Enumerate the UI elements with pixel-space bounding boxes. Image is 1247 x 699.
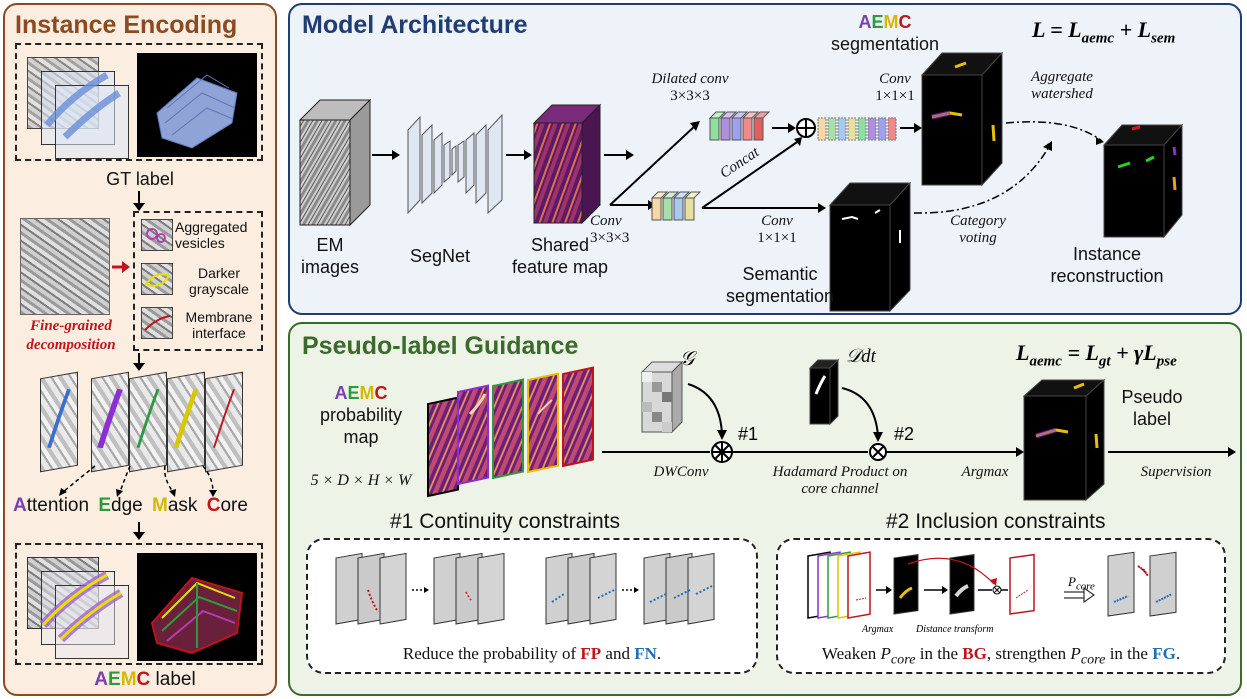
arch-loss-formula: L = Laemc + Lsem bbox=[1032, 17, 1176, 47]
continuity-title: #1 Continuity constraints bbox=[390, 510, 620, 533]
shared-feature-label: Shared feature map bbox=[511, 235, 609, 277]
aggregate-watershed-label: Aggregate watershed bbox=[1031, 69, 1093, 102]
gt-label-box bbox=[15, 43, 263, 161]
pseudo-label-panel: Pseudo-label Guidance Laemc = Lgt + γLps… bbox=[288, 322, 1242, 696]
aemc-word-line: Attention Edge Mask Core bbox=[13, 495, 248, 516]
decomposition-box: Aggregated vesicles Darker grayscale Mem… bbox=[133, 211, 263, 351]
instance-encoding-panel: Instance Encoding GT label bbox=[3, 3, 277, 696]
aemc-prob-label: AEMC probability map bbox=[319, 383, 403, 447]
instance-encoding-title: Instance Encoding bbox=[15, 11, 238, 39]
continuity-box: Reduce the probability of FP and FN. bbox=[306, 538, 758, 674]
gt-label-text: GT label bbox=[106, 169, 174, 189]
pseudo-label-text: Pseudo label bbox=[1121, 387, 1183, 429]
supervision-label: Supervision bbox=[1140, 464, 1212, 480]
pseudo-graphics bbox=[427, 358, 1236, 502]
inclusion-graphics bbox=[807, 551, 1177, 619]
fine-grained-label: Fine-grained decomposition bbox=[26, 318, 116, 353]
aemc-label-box bbox=[15, 543, 263, 665]
ddt-map bbox=[808, 358, 840, 426]
em-images-label: EM images bbox=[300, 235, 360, 277]
arch-graphics bbox=[298, 51, 1184, 313]
instance-rec-label: Instance reconstruction bbox=[1050, 244, 1164, 286]
gt-3d-render bbox=[137, 53, 257, 157]
g-symbol: 𝒢 bbox=[680, 348, 695, 370]
inclusion-title: #2 Inclusion constraints bbox=[886, 510, 1106, 533]
em-zoom-image bbox=[20, 218, 110, 315]
dwconv-label: DWConv bbox=[653, 464, 709, 480]
dashed-arrows bbox=[59, 465, 217, 497]
pseudo-label-title: Pseudo-label Guidance bbox=[302, 332, 579, 360]
category-voting-label: Category voting bbox=[950, 213, 1006, 246]
semantic-seg-label: Semantic segmentation bbox=[725, 264, 835, 306]
slice-mask bbox=[167, 371, 205, 473]
aemc-segmentation-label: AEMC segmentation bbox=[830, 12, 940, 54]
model-architecture-panel: Model Architecture L = Laemc + Lsem bbox=[288, 3, 1242, 315]
concat-plus-icon bbox=[796, 118, 816, 138]
hadamard-icon bbox=[869, 443, 887, 461]
model-architecture-title: Model Architecture bbox=[302, 11, 528, 39]
pcore-arrow-label: Pcore bbox=[1068, 574, 1095, 593]
dt-small-label: Distance transform bbox=[916, 624, 994, 635]
dilated-conv-blocks bbox=[708, 111, 771, 141]
red-arrow-icon bbox=[112, 261, 130, 273]
conv-blocks bbox=[650, 191, 702, 221]
aemc-label-caption: AEMC label bbox=[94, 669, 196, 690]
argmax-label: Argmax bbox=[961, 464, 1009, 480]
inclusion-box: Pcore Argmax Distance transform Weaken P… bbox=[776, 538, 1226, 674]
continuity-slices bbox=[335, 552, 715, 625]
part-aggregated-vesicles: Aggregated vesicles bbox=[175, 219, 248, 251]
continuity-caption: Reduce the probability of FP and FN. bbox=[402, 644, 662, 663]
dwconv-icon bbox=[711, 441, 733, 463]
hadamard-label: Hadamard Product on core channel bbox=[772, 464, 908, 497]
dims-label: 5 × D × H × W bbox=[310, 472, 412, 489]
slice-core bbox=[205, 371, 243, 473]
aemc-3d-render bbox=[137, 553, 257, 661]
g-kernel bbox=[640, 360, 684, 434]
part-membrane-interface: Membrane interface bbox=[185, 309, 253, 341]
argmax-small-label: Argmax bbox=[862, 624, 894, 635]
slice-base bbox=[40, 371, 78, 473]
step1-label: #1 bbox=[738, 424, 759, 444]
part-darker-grayscale: Darker grayscale bbox=[189, 265, 249, 297]
slice-edge bbox=[129, 371, 167, 473]
em-cube bbox=[298, 98, 372, 227]
concat-blocks bbox=[817, 117, 897, 141]
step2-label: #2 bbox=[894, 424, 915, 444]
slice-attention bbox=[91, 371, 129, 473]
segnet-label: SegNet bbox=[409, 246, 471, 266]
pseudo-loss-formula: Laemc = Lgt + γLpse bbox=[1016, 340, 1177, 370]
prob-slabs bbox=[427, 366, 594, 498]
ddt-symbol: 𝒟dt bbox=[846, 346, 876, 367]
segnet-blocks bbox=[407, 113, 503, 215]
gt-mask-strokes bbox=[44, 71, 121, 140]
inclusion-caption: Weaken Pcore in the BG, strengthen Pcore… bbox=[821, 644, 1181, 668]
